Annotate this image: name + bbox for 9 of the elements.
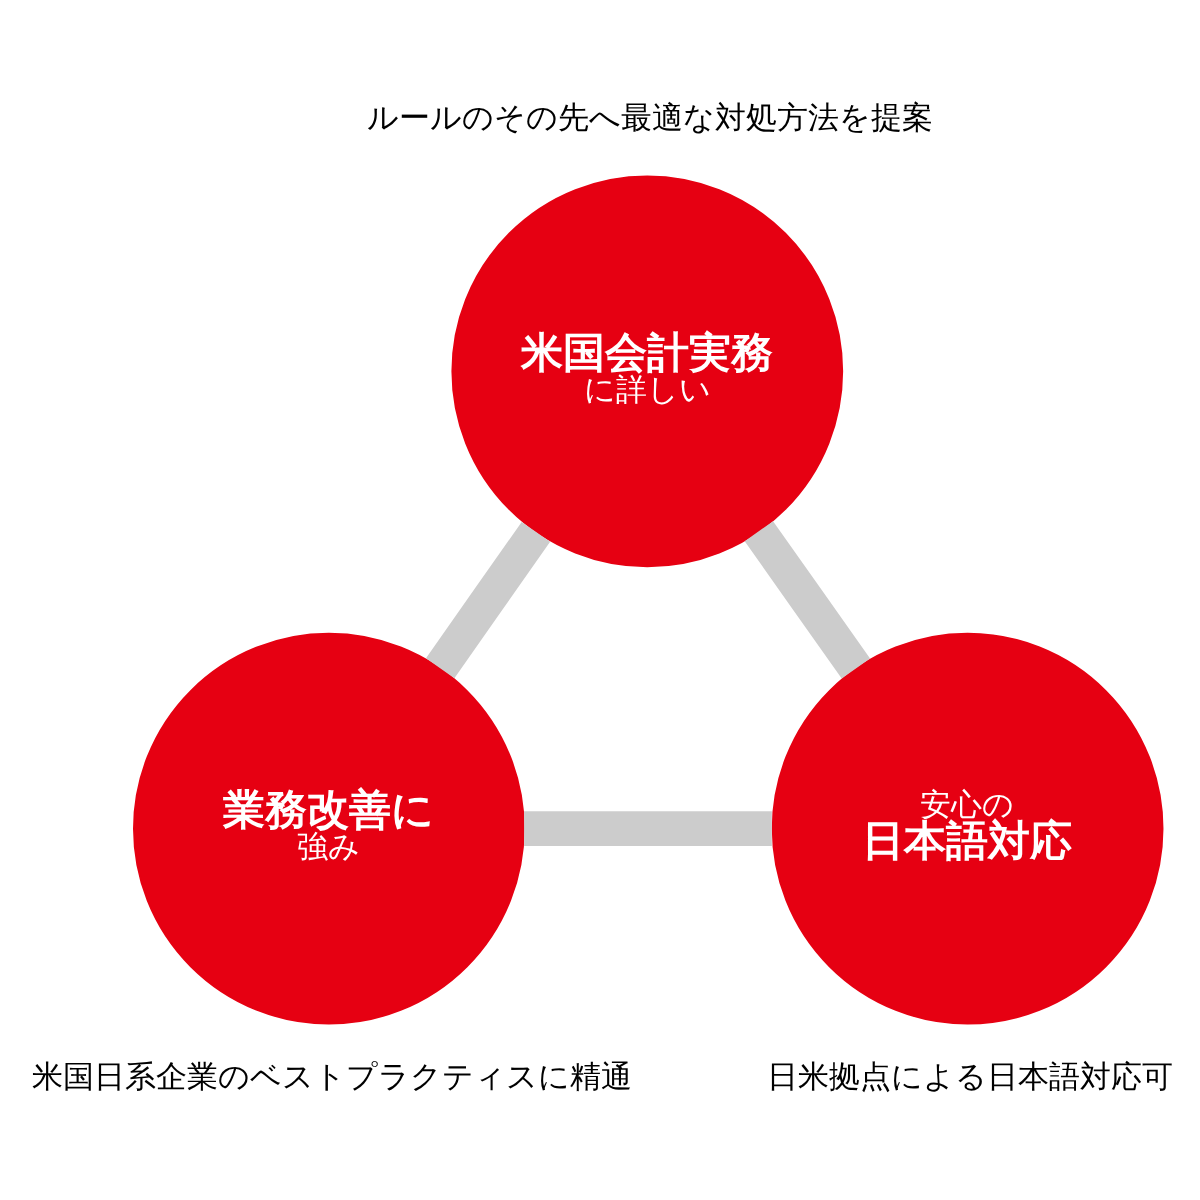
node-label: 米国日系企業のベストプラクティスに精通 [31, 1057, 632, 1094]
node-circle: 米国会計実務 に詳しい [451, 175, 844, 568]
node-circle: 安心の 日本語対応 [771, 632, 1164, 1025]
node-label: ルールのその先へ最適な対処方法を提案 [367, 98, 934, 135]
node-label: 日米拠点による日本語対応可 [766, 1057, 1173, 1094]
node-circle: 業務改善に 強み [133, 632, 525, 1025]
connector [425, 521, 551, 679]
connector [744, 521, 871, 679]
connector [524, 811, 772, 847]
